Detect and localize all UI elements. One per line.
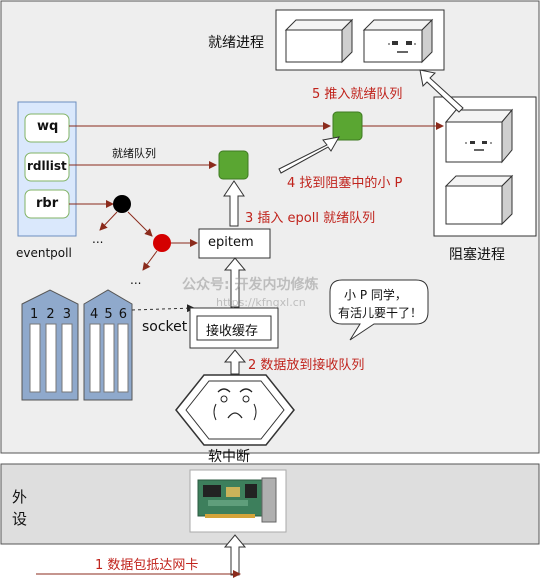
ready-process-label: 就绪进程 [208,35,264,51]
hollow-arrow-socket-epitem [223,257,247,308]
nic-icon [197,477,277,523]
recv-buffer-box [196,315,272,341]
ready-queue-label: 就绪队列 [112,147,156,160]
blocked-cube-empty [444,108,514,164]
wq-field [24,113,70,143]
hollow-arrow-step4 [278,136,340,174]
building-1-numbers: 1 2 3 [30,307,74,322]
ready-cube-1 [284,18,354,64]
bubble-line-1: 小 P 同学， [344,288,407,302]
hollow-arrow-step5 [419,69,464,113]
step3-label: 3 插入 epoll 就绪队列 [245,211,376,226]
epitem-label: epitem [208,235,254,250]
soft-irq-face [213,388,257,421]
ellipsis-left: ... [92,232,104,246]
building-2 [83,289,133,401]
step5-label: 5 推入就绪队列 [312,87,403,102]
green-node-rdllist [218,150,249,180]
watermark-url: https://kfngxl.cn [216,296,306,309]
hollow-arrow-softirq-socket [223,349,247,375]
ready-cube-little-p [362,18,434,64]
step2-label: 2 数据放到接收队列 [248,358,365,373]
rbtree-black-node [113,195,131,213]
soft-irq-label: 软中断 [208,449,250,465]
recv-buffer-label: 接收缓存 [206,324,259,339]
step1-label: 1 数据包抵达网卡 [95,558,199,573]
green-node-wq [332,111,363,141]
hollow-arrow-step3 [223,180,245,227]
blocked-cube-2 [444,174,514,226]
speech-bubble [329,279,429,341]
eventpoll-label: eventpoll [16,246,72,260]
peripheral-label: 外 设 [12,488,28,528]
soft-irq-octagon [175,374,295,446]
wq-label: wq [37,119,59,134]
building-1 [21,289,79,401]
rdllist-label: rdllist [27,159,67,173]
blocked-process-label: 阻塞进程 [449,247,505,263]
step4-label: 4 找到阻塞中的小 P [287,176,403,191]
epitem-box [198,228,271,259]
watermark-title: 公众号: 开发内功修炼 [182,277,319,293]
bubble-line-2: 有活儿要干了！ [338,306,423,320]
rdllist-field [24,152,70,182]
rbr-label: rbr [36,196,59,211]
building-2-numbers: 4 5 6 [90,307,129,322]
socket-label: socket [142,319,188,335]
ellipsis-bottom: ... [130,273,142,287]
rbtree-red-node [153,234,171,252]
